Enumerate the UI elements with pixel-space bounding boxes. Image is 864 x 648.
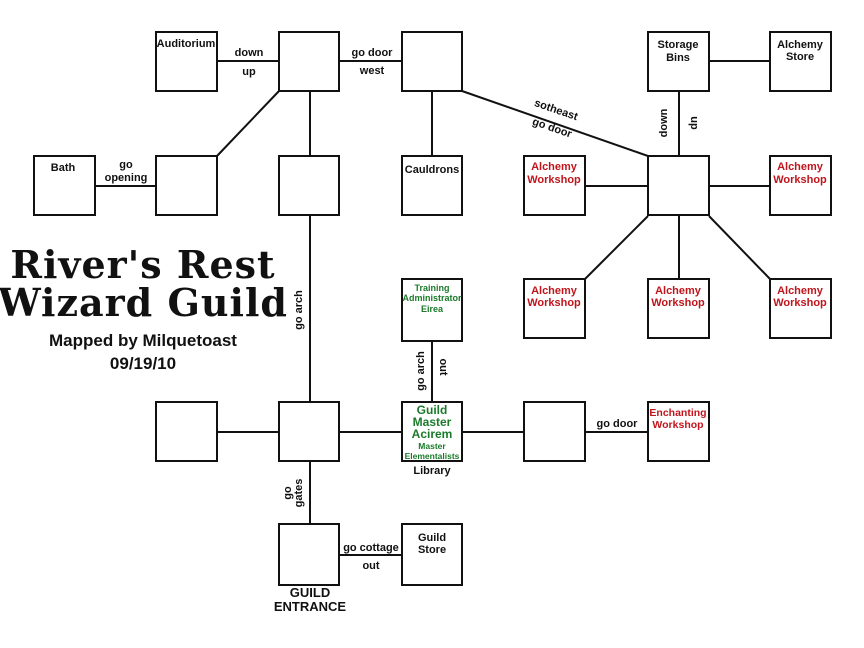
label-guild-store-line2: Store	[418, 544, 446, 556]
room-alchemy-workshop-s	[647, 278, 710, 339]
exit-west: west	[359, 65, 385, 77]
edge-alchws-sw	[584, 215, 649, 280]
room-auditorium	[155, 31, 218, 92]
room-door	[401, 31, 463, 92]
label-alchemy-store-line2: Store	[786, 51, 814, 63]
exit-up: up	[242, 66, 256, 78]
exit-go-cottage: go cottage	[343, 542, 399, 554]
exit-down: down	[235, 47, 264, 59]
label-storage-line1: Storage	[658, 39, 699, 51]
date: 09/19/10	[110, 354, 176, 373]
exit-storage-down: down	[658, 108, 670, 137]
label-guild-master-line3: Acirem	[412, 427, 453, 441]
room-alchemy-workshop-west	[523, 155, 586, 216]
room-alchemy-store	[769, 31, 832, 92]
room-center	[278, 401, 340, 462]
edge-door-alchemyhub	[461, 90, 649, 157]
room-bath	[33, 155, 96, 216]
exit-go-arch: go arch	[293, 290, 305, 330]
room-west	[155, 401, 218, 462]
label-alch-ws-sw-line1: Alchemy	[531, 285, 578, 297]
label-training-line1: Training	[414, 283, 449, 293]
room-alchemy-workshop-sw	[523, 278, 586, 339]
room-training-administrator	[401, 278, 463, 342]
room-east	[523, 401, 586, 462]
label-alch-ws-s-line2: Workshop	[651, 297, 705, 309]
title-line2: Wizard Guild	[0, 280, 288, 325]
label-alch-ws-sw-line2: Workshop	[527, 297, 581, 309]
label-entrance-line1: GUILD	[290, 585, 330, 600]
edge-alchws-se	[708, 215, 771, 280]
room-guild-store	[401, 523, 463, 586]
room-labels: Auditorium Storage Bins Alchemy Store Ba…	[51, 38, 827, 614]
room-cauldrons	[401, 155, 463, 216]
label-alch-ws-se-line2: Workshop	[773, 297, 827, 309]
room-enchanting-workshop	[647, 401, 710, 462]
label-alch-ws-se-line1: Alchemy	[777, 285, 824, 297]
label-alchemy-store-line1: Alchemy	[777, 39, 824, 51]
label-alch-ws-east-line2: Workshop	[773, 174, 827, 186]
label-alch-ws-east-line1: Alchemy	[777, 161, 824, 173]
rooms	[33, 31, 832, 586]
room-storage-bins	[647, 31, 710, 92]
label-training-line2: Administrator	[402, 293, 462, 303]
label-entrance-line2: ENTRANCE	[274, 599, 347, 614]
connections	[95, 60, 771, 556]
label-alch-ws-s-line1: Alchemy	[655, 285, 702, 297]
room-hub	[278, 31, 340, 92]
label-guild-master-small-line1: Master	[418, 441, 446, 451]
exit-out2: out	[362, 560, 379, 572]
room-alchemy-workshop-se	[769, 278, 832, 339]
title-block: River's Rest Wizard Guild Mapped by Milq…	[0, 242, 288, 373]
room-corridor	[278, 155, 340, 216]
label-library: Library	[413, 465, 451, 477]
edge-hub-bathhall	[216, 90, 280, 157]
label-training-line3: Eirea	[421, 304, 444, 314]
label-alch-ws-west-line1: Alchemy	[531, 161, 578, 173]
label-storage-line2: Bins	[666, 52, 690, 64]
exit-go-door: go door	[352, 47, 394, 59]
exit-out: out	[437, 358, 449, 375]
title-line1: River's Rest	[10, 242, 275, 287]
exit-storage-up: up	[688, 116, 700, 130]
label-bath: Bath	[51, 162, 76, 174]
room-alchemy-workshop-east	[769, 155, 832, 216]
label-guild-store-line1: Guild	[418, 532, 446, 544]
exit-go-arch2: go arch	[415, 351, 427, 391]
room-guild-master	[401, 401, 463, 462]
label-alch-ws-west-line2: Workshop	[527, 174, 581, 186]
label-guild-master-small-line2: Elementalists	[405, 451, 460, 461]
label-guild-master-line2: Master	[413, 415, 452, 429]
room-alchemy-hub	[647, 155, 710, 216]
byline: Mapped by Milquetoast	[49, 331, 237, 350]
room-bath-hall	[155, 155, 218, 216]
exit-go2: go	[282, 486, 294, 500]
room-guild-entrance	[278, 523, 340, 586]
exit-go: go	[119, 159, 133, 171]
exit-gates: gates	[293, 479, 305, 508]
label-guild-master-line1: Guild	[417, 403, 448, 417]
label-cauldrons: Cauldrons	[405, 164, 459, 176]
label-auditorium: Auditorium	[157, 38, 216, 50]
label-enchanting-line1: Enchanting	[649, 407, 706, 419]
label-enchanting-line2: Workshop	[652, 419, 703, 431]
exit-go-door-ench: go door	[597, 418, 639, 430]
exit-opening: opening	[105, 172, 148, 184]
